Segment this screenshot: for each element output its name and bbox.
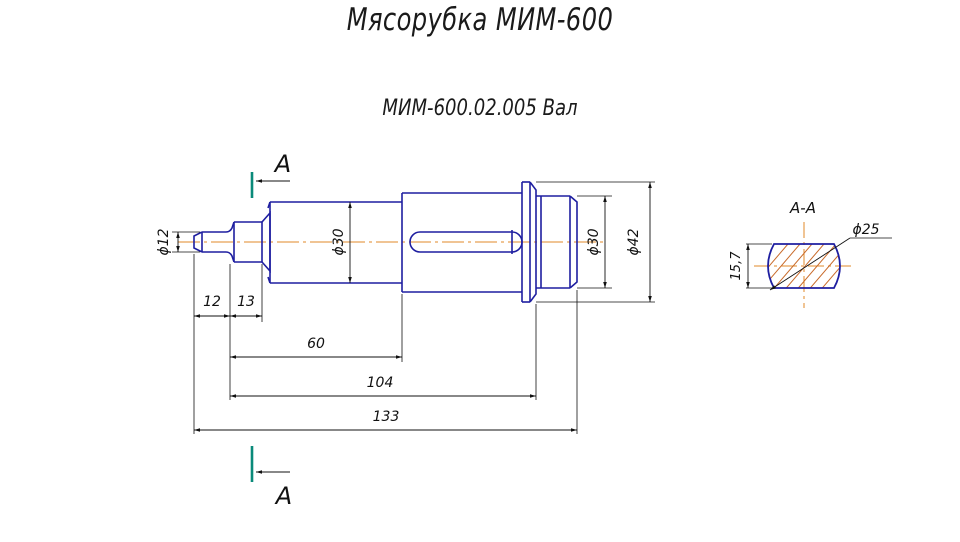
dim-len104: 104 (367, 375, 394, 391)
dim-len12: 12 (203, 294, 221, 310)
shaft-outline (193, 181, 578, 303)
section-view: А-А 15,7 ϕ25 (729, 199, 892, 308)
extension-lines (172, 181, 655, 434)
section-letter-bottom: А (274, 482, 292, 510)
dimension-lines (176, 182, 652, 432)
part-title: МИМ-600.02.005 Вал (382, 96, 578, 121)
dim-flat157: 15,7 (729, 251, 744, 281)
section-marker-bottom: А (250, 446, 292, 510)
dim-d30-right: ϕ30 (586, 228, 602, 255)
section-marker-top: А (250, 150, 291, 198)
dim-d12: ϕ12 (156, 228, 172, 255)
section-view-label: А-А (789, 199, 816, 217)
dim-len13: 13 (237, 294, 255, 310)
drawing-title: Мясорубка МИМ-600 (346, 2, 614, 38)
dim-len60: 60 (307, 336, 325, 352)
section-letter-top: А (273, 150, 291, 178)
dim-d25: ϕ25 (852, 222, 879, 238)
dim-len133: 133 (373, 409, 400, 425)
dim-d30-left: ϕ30 (331, 228, 347, 255)
dim-d42: ϕ42 (626, 228, 642, 255)
